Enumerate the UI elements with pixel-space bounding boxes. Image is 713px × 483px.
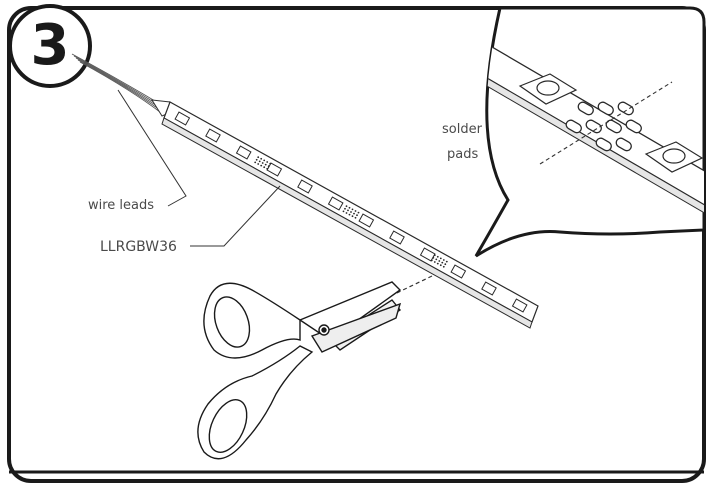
solder-pad-mark bbox=[351, 215, 354, 218]
solder-pad-mark bbox=[266, 167, 269, 170]
solder-pad-mark bbox=[257, 163, 260, 165]
wire-leads-label: wire leads bbox=[88, 198, 155, 213]
solder-pad-mark bbox=[436, 262, 439, 265]
solder-pad-mark bbox=[267, 165, 270, 168]
solder-pads bbox=[565, 101, 642, 152]
solder-pad-mark bbox=[444, 263, 447, 266]
led-chip bbox=[389, 230, 405, 245]
solder-pad-mark bbox=[433, 254, 436, 257]
solder-pad-mark bbox=[260, 157, 263, 160]
solder-pad-mark bbox=[445, 260, 448, 263]
led-chip bbox=[481, 281, 497, 296]
solder-pad-mark bbox=[263, 159, 266, 162]
solder-pad-mark bbox=[342, 210, 345, 213]
solder-pad-mark bbox=[254, 161, 257, 164]
solder-pad-mark bbox=[356, 214, 358, 217]
led-chip bbox=[327, 196, 344, 211]
led-chip bbox=[235, 145, 252, 160]
solder-pad-mark bbox=[345, 212, 348, 214]
panel-frame bbox=[7, 6, 706, 483]
solder-pad-mark bbox=[436, 255, 439, 258]
solder-label-line1: solder bbox=[442, 122, 482, 137]
solder-pad-mark bbox=[433, 261, 436, 263]
led-strip bbox=[161, 101, 539, 329]
solder-pad-mark bbox=[353, 212, 355, 215]
solder-pad-mark bbox=[347, 209, 349, 212]
solder-pad-mark bbox=[439, 264, 442, 267]
solder-pad-mark bbox=[263, 166, 266, 169]
solder-pad-mark bbox=[255, 158, 258, 161]
scissors-illustration bbox=[197, 281, 402, 460]
solder-pad-mark bbox=[269, 162, 272, 165]
led-chip bbox=[205, 128, 221, 143]
led-chip bbox=[511, 298, 528, 313]
model-label: LLRGBW36 bbox=[100, 239, 177, 255]
solder-pad-mark bbox=[354, 210, 357, 212]
solder-pad-mark bbox=[344, 207, 346, 210]
solder-pad-mark bbox=[260, 164, 263, 167]
solder-pad-mark bbox=[435, 258, 438, 261]
led-chip bbox=[450, 264, 467, 279]
solder-pad-mark bbox=[350, 211, 352, 213]
solder-pad-mark bbox=[432, 256, 435, 259]
wire-leads bbox=[71, 53, 161, 113]
solder-pad-mark bbox=[266, 161, 269, 163]
solder-pad-mark bbox=[257, 156, 260, 159]
solder-pad-mark bbox=[351, 208, 354, 211]
solder-pad-mark bbox=[354, 216, 357, 219]
solder-pad-mark bbox=[357, 211, 360, 214]
solder-pad-mark bbox=[348, 206, 351, 209]
solder-pad-mark bbox=[441, 261, 444, 264]
solder-pad-mark bbox=[442, 265, 445, 268]
led-chip bbox=[297, 179, 313, 194]
step-number: 3 bbox=[30, 13, 70, 78]
model-leader bbox=[190, 185, 281, 247]
solder-pad-mark bbox=[430, 259, 433, 262]
solder-pad-mark bbox=[439, 257, 442, 260]
solder-pad-mark bbox=[345, 205, 348, 208]
magnified-callout bbox=[474, 6, 706, 258]
solder-pad-mark bbox=[261, 162, 264, 164]
solder-label-line2: pads bbox=[447, 147, 479, 162]
led-chip bbox=[358, 213, 375, 228]
step-number-circle bbox=[8, 4, 92, 88]
solder-pad-mark bbox=[442, 259, 445, 261]
wire-leads-leader bbox=[117, 89, 187, 207]
led-chip bbox=[174, 111, 191, 126]
solder-pad-mark bbox=[258, 160, 261, 163]
solder-pad-mark bbox=[438, 260, 441, 262]
solder-pad-mark bbox=[348, 213, 351, 216]
solder-pad-mark bbox=[264, 163, 267, 166]
